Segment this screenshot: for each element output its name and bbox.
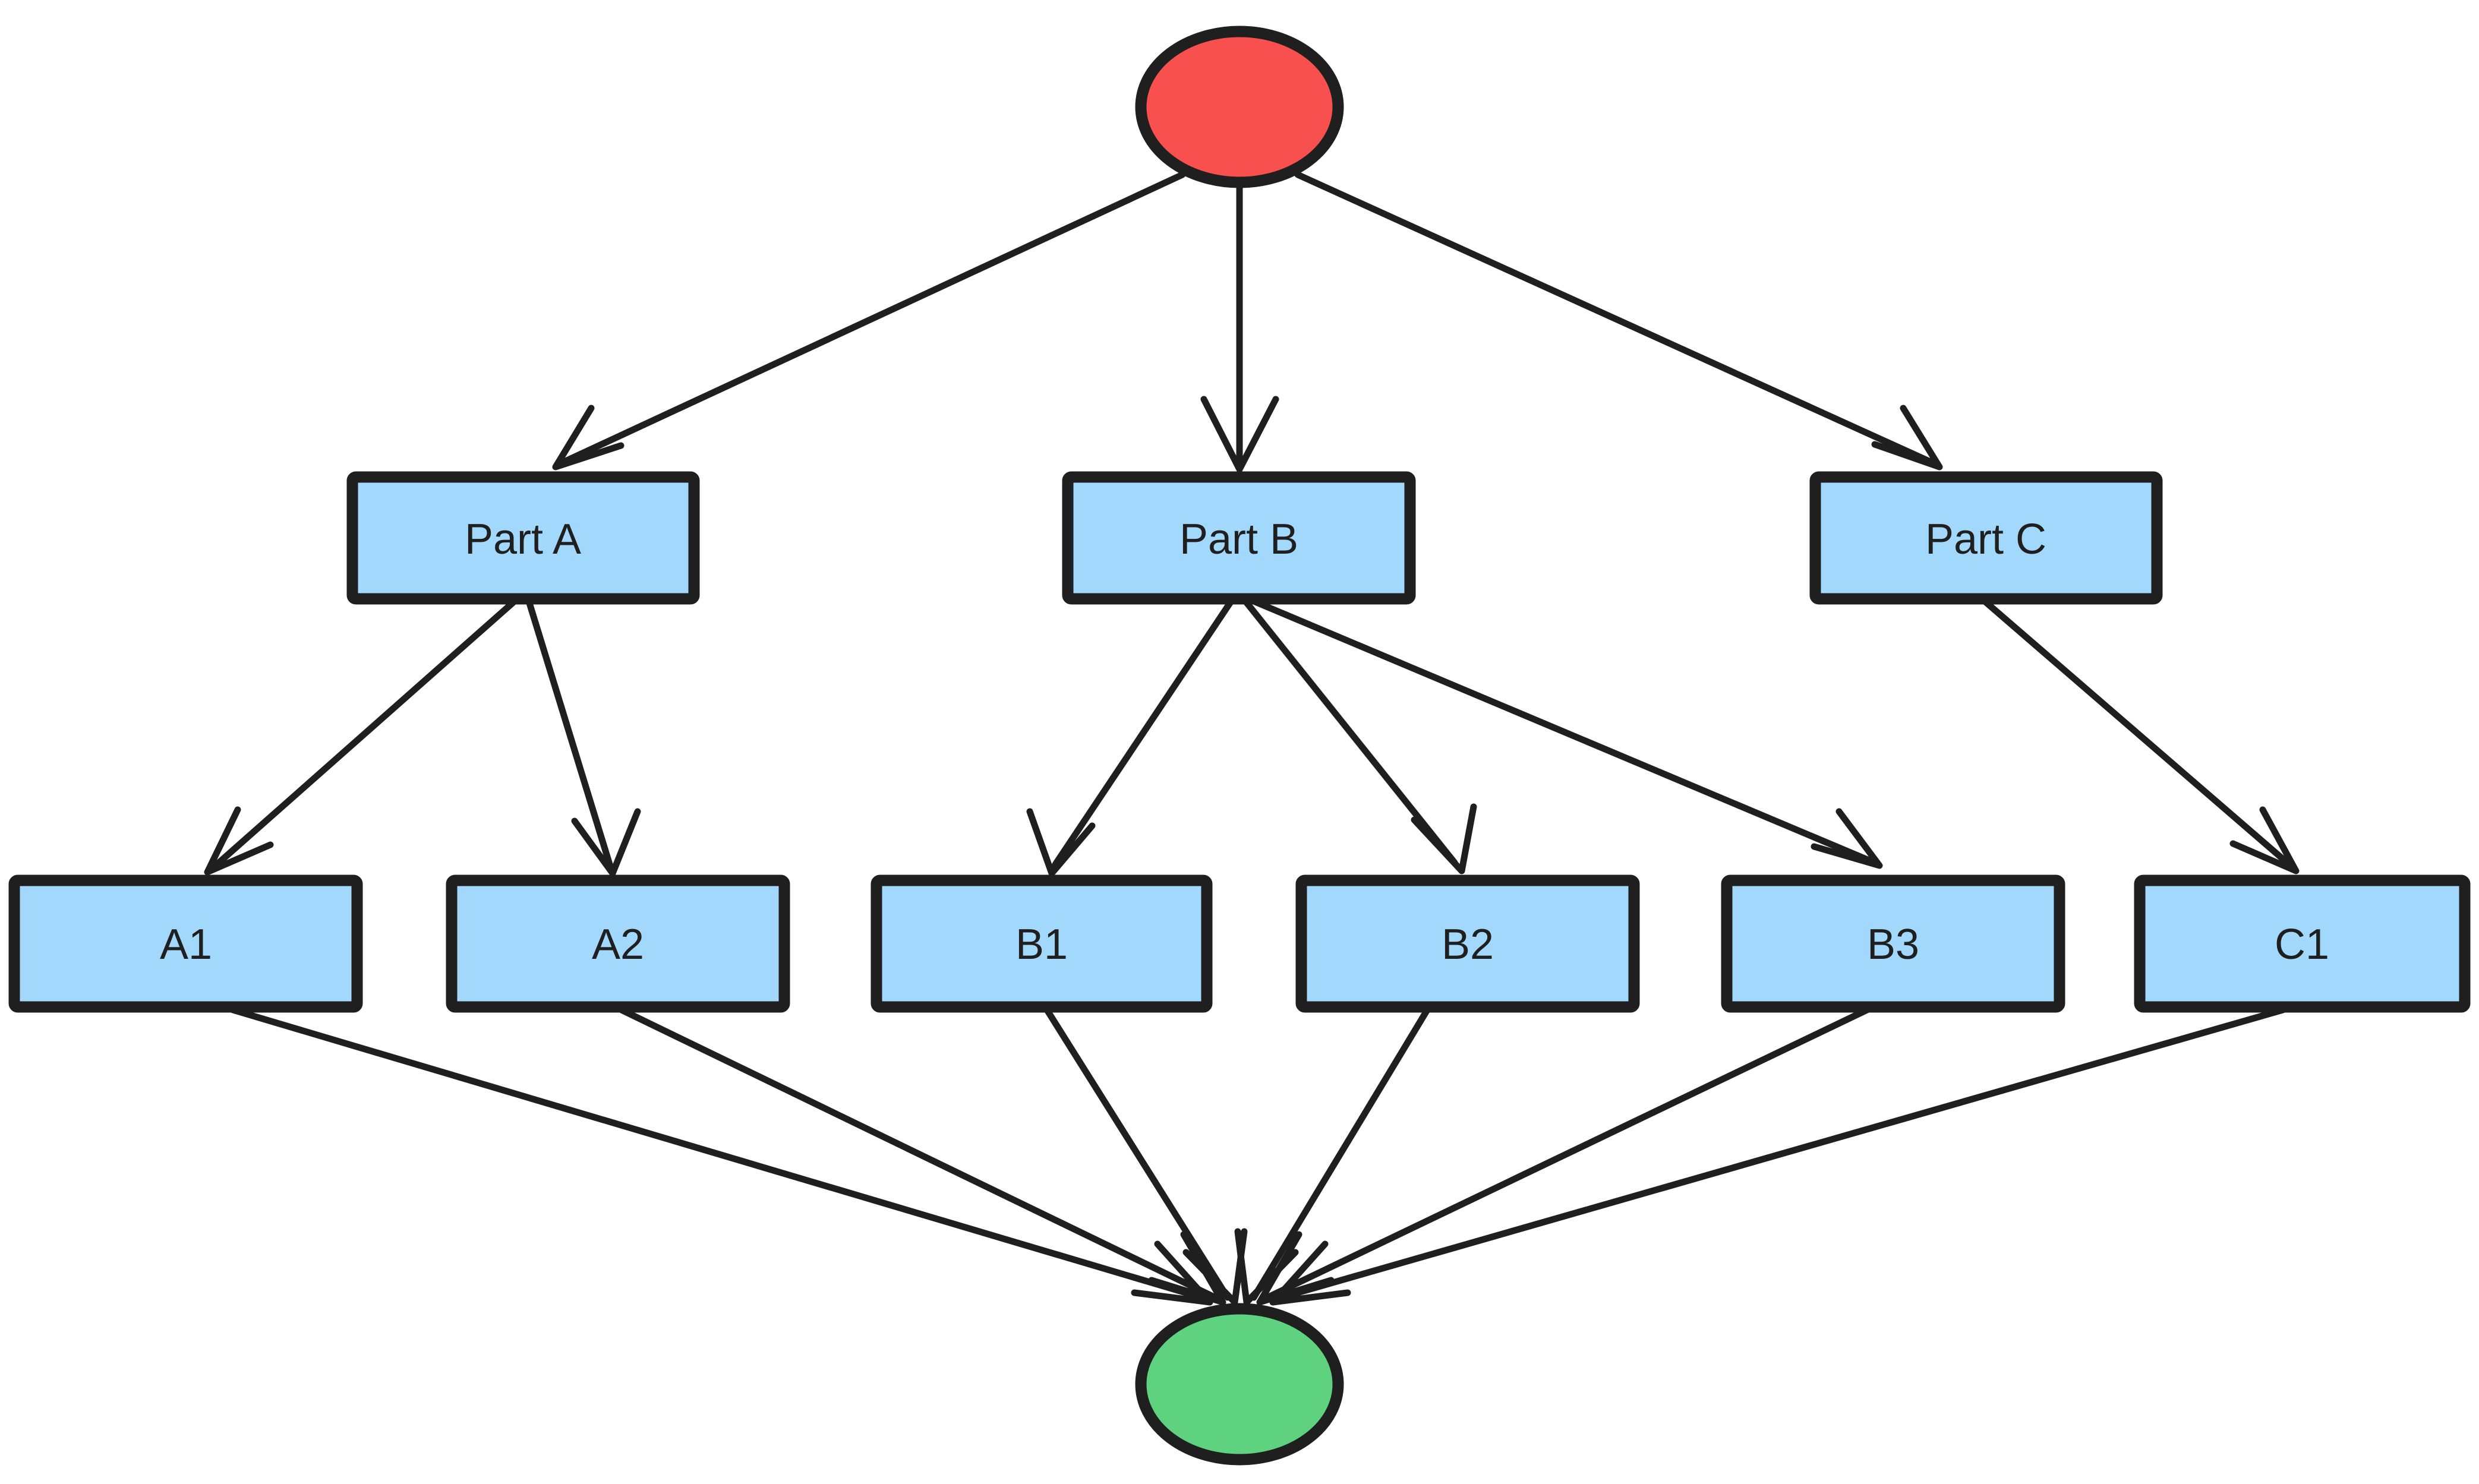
edge-part-b-to-b3[interactable]	[1250, 598, 1883, 869]
node-layer: Part A Part B Part C A1 A2	[8, 26, 2471, 1466]
arrow-head-icon	[1200, 396, 1279, 473]
arrow-head-icon	[204, 806, 274, 876]
edge-root-to-part-c[interactable]	[1294, 171, 1943, 471]
node-c1-label: C1	[2275, 921, 2329, 968]
node-part-a-shape	[346, 471, 700, 605]
node-a2[interactable]: A2	[446, 874, 790, 1013]
edge-root-to-part-a[interactable]	[552, 171, 1186, 471]
arrow-head-icon	[1871, 405, 1943, 471]
node-part-c-label: Part C	[1925, 516, 2046, 563]
node-b3-shape	[1721, 874, 2065, 1013]
edge-line	[525, 598, 613, 868]
node-part-a-label: Part A	[465, 516, 581, 563]
node-part-a[interactable]: Part A	[346, 471, 700, 605]
node-b3[interactable]: B3	[1721, 874, 2065, 1013]
edge-line	[229, 1006, 1205, 1301]
edge-line	[1250, 1006, 1431, 1301]
edge-root-to-part-b[interactable]	[1200, 181, 1279, 473]
edge-line	[1264, 1006, 1871, 1301]
node-b1-label: B1	[1015, 921, 1068, 968]
node-b3-label: B3	[1867, 921, 1919, 968]
edge-line	[562, 171, 1186, 465]
arrow-head-icon	[1269, 1240, 1351, 1306]
node-b2-shape	[1295, 874, 1640, 1013]
node-a1-label: A1	[160, 921, 212, 968]
node-c1-shape	[2134, 874, 2471, 1013]
arrow-head-icon	[1026, 808, 1096, 877]
node-a1-shape	[8, 874, 363, 1013]
arrow-head-icon	[1411, 803, 1477, 874]
edge-b2-to-sink[interactable]	[1234, 1006, 1431, 1306]
edge-part-b-to-b1[interactable]	[1026, 598, 1235, 877]
edge-line	[1043, 1006, 1231, 1301]
edge-a2-to-sink[interactable]	[618, 1006, 1226, 1306]
edge-line	[213, 598, 518, 868]
node-a1[interactable]: A1	[8, 874, 363, 1013]
arrow-head-icon	[1811, 808, 1883, 869]
node-sink-shape	[1135, 1303, 1344, 1466]
node-root[interactable]	[1135, 26, 1344, 188]
node-part-b-shape	[1062, 471, 1416, 605]
edge-line	[1052, 598, 1235, 868]
node-b2-label: B2	[1442, 921, 1494, 968]
node-a2-label: A2	[592, 921, 644, 968]
node-part-c-shape	[1809, 471, 2163, 605]
edge-part-c-to-c1[interactable]	[1981, 598, 2300, 874]
node-part-c[interactable]: Part C	[1809, 471, 2163, 605]
node-c1[interactable]: C1	[2134, 874, 2471, 1013]
node-b2[interactable]: B2	[1295, 874, 1640, 1013]
edge-part-a-to-a2[interactable]	[525, 598, 641, 877]
edge-line	[618, 1006, 1219, 1301]
arrow-head-icon	[552, 405, 625, 471]
arrow-head-icon	[2229, 806, 2300, 874]
node-part-b-label: Part B	[1179, 516, 1298, 563]
edge-part-a-to-a1[interactable]	[204, 598, 518, 876]
arrow-head-icon	[571, 808, 641, 877]
node-a2-shape	[446, 874, 790, 1013]
node-part-b[interactable]: Part B	[1062, 471, 1416, 605]
edge-line	[1242, 598, 1458, 866]
edge-a1-to-sink[interactable]	[229, 1006, 1213, 1306]
node-sink[interactable]	[1135, 1303, 1344, 1466]
edge-layer	[204, 171, 2300, 1306]
edge-line	[1278, 1006, 2286, 1301]
edge-line	[1294, 171, 1932, 465]
edge-part-b-to-b2[interactable]	[1242, 598, 1477, 874]
node-root-shape	[1135, 26, 1344, 188]
edge-line	[1250, 598, 1872, 864]
node-b1-shape	[871, 874, 1213, 1013]
arrow-head-icon	[1131, 1240, 1213, 1306]
node-b1[interactable]: B1	[871, 874, 1213, 1013]
arrow-head-icon	[1148, 1231, 1226, 1306]
edge-line	[1981, 598, 2291, 866]
edge-c1-to-sink[interactable]	[1269, 1006, 2286, 1306]
